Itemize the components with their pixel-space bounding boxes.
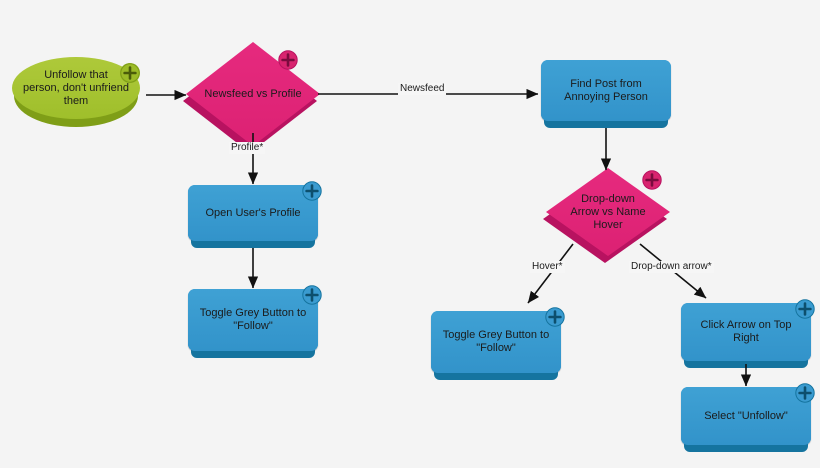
plus-icon[interactable] — [795, 383, 815, 403]
process-face — [188, 185, 318, 241]
terminator-face — [12, 57, 140, 119]
edge-label-newsfeed: Newsfeed — [398, 83, 447, 95]
edge-label-profile: Profile* — [229, 142, 266, 154]
node-click-arrow[interactable]: Click Arrow on Top Right — [681, 299, 815, 368]
decision-face — [186, 42, 320, 146]
node-select-unfollow[interactable]: Select "Unfollow" — [681, 383, 815, 452]
node-open-users-profile[interactable]: Open User's Profile — [188, 181, 322, 248]
node-toggle-grey-button-hover[interactable]: Toggle Grey Button to "Follow" — [431, 307, 565, 380]
node-dropdown-vs-hover[interactable]: Drop-down Arrow vs Name Hover — [543, 168, 670, 263]
node-start[interactable]: Unfollow that person, don't unfriend the… — [12, 57, 140, 127]
process-face — [431, 311, 561, 373]
plus-icon[interactable] — [545, 307, 565, 327]
process-face — [681, 387, 811, 445]
plus-icon[interactable] — [642, 170, 662, 190]
node-newsfeed-vs-profile[interactable]: Newsfeed vs Profile — [183, 42, 320, 153]
edge-label-hover: Hover* — [530, 261, 565, 273]
node-find-post[interactable]: Find Post from Annoying Person — [541, 60, 671, 128]
edge-label-dropdown-arrow: Drop-down arrow* — [629, 261, 714, 273]
plus-icon[interactable] — [302, 285, 322, 305]
node-toggle-grey-button-profile[interactable]: Toggle Grey Button to "Follow" — [188, 285, 322, 358]
process-face — [541, 60, 671, 121]
process-face — [681, 303, 811, 361]
plus-icon[interactable] — [120, 63, 140, 83]
plus-icon[interactable] — [302, 181, 322, 201]
plus-icon[interactable] — [795, 299, 815, 319]
plus-icon[interactable] — [278, 50, 298, 70]
process-face — [188, 289, 318, 351]
